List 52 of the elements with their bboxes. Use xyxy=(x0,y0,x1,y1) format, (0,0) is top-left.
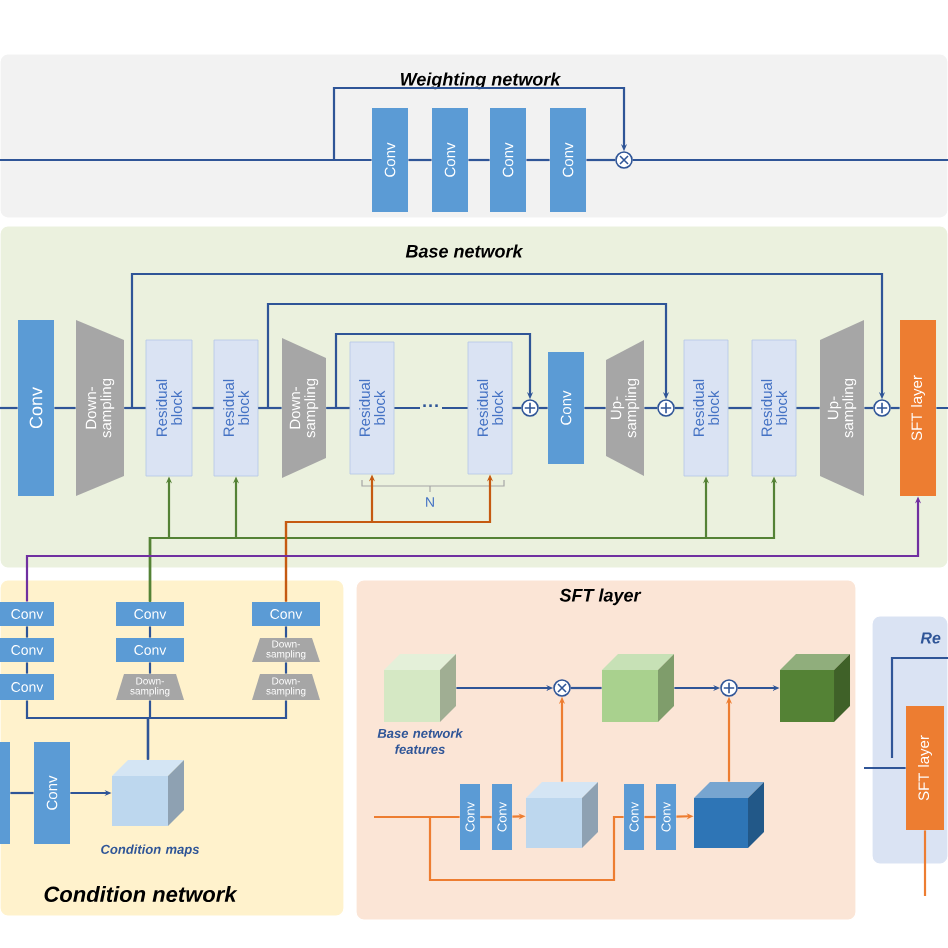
feature-cube xyxy=(602,654,674,722)
connector-line xyxy=(512,406,522,410)
connector-line xyxy=(258,302,670,410)
connector-line xyxy=(644,406,658,410)
operation-circle xyxy=(657,399,675,417)
connector-line xyxy=(54,406,76,410)
feature-cube xyxy=(526,782,598,848)
connector-line xyxy=(332,86,628,160)
connector-line xyxy=(796,406,820,410)
connector-line xyxy=(632,158,948,162)
connector-line xyxy=(586,158,616,162)
connector-line xyxy=(480,815,492,819)
feature-cube xyxy=(780,654,850,722)
connector-line xyxy=(148,662,152,674)
connector-line xyxy=(890,406,900,410)
conv-block: Conv xyxy=(18,320,54,496)
connector-line xyxy=(864,406,874,410)
connector-line xyxy=(408,158,432,162)
edge-label: ··· xyxy=(420,402,442,414)
connector-line xyxy=(428,815,624,882)
connector-line xyxy=(526,158,550,162)
connector-line xyxy=(923,830,927,896)
connector-line xyxy=(394,406,468,410)
operation-circle xyxy=(553,679,571,697)
connector-line xyxy=(584,406,606,410)
connector-line xyxy=(326,332,534,410)
connector-line xyxy=(25,626,29,638)
connector-line xyxy=(25,662,29,674)
connector-line xyxy=(192,406,214,410)
conv-block xyxy=(0,742,10,844)
connector-line xyxy=(148,626,152,638)
connector-line xyxy=(10,791,34,795)
operation-circle xyxy=(873,399,891,417)
connector-line xyxy=(0,406,18,410)
connector-line xyxy=(644,815,656,819)
connector-line xyxy=(936,406,948,410)
connector-line xyxy=(538,406,548,410)
connector-line xyxy=(570,686,602,690)
connector-line xyxy=(284,626,288,638)
connector-line xyxy=(0,158,372,162)
connector-line xyxy=(864,766,906,770)
operation-circle xyxy=(615,151,633,169)
connector-line xyxy=(124,272,886,410)
operation-circle xyxy=(521,399,539,417)
connector-line xyxy=(284,662,288,674)
connector-line xyxy=(468,158,490,162)
operation-circle xyxy=(720,679,738,697)
connector-line xyxy=(146,700,288,760)
feature-cube xyxy=(694,782,764,848)
connector-line xyxy=(674,406,684,410)
connector-line xyxy=(374,815,460,819)
connector-line xyxy=(728,406,752,410)
